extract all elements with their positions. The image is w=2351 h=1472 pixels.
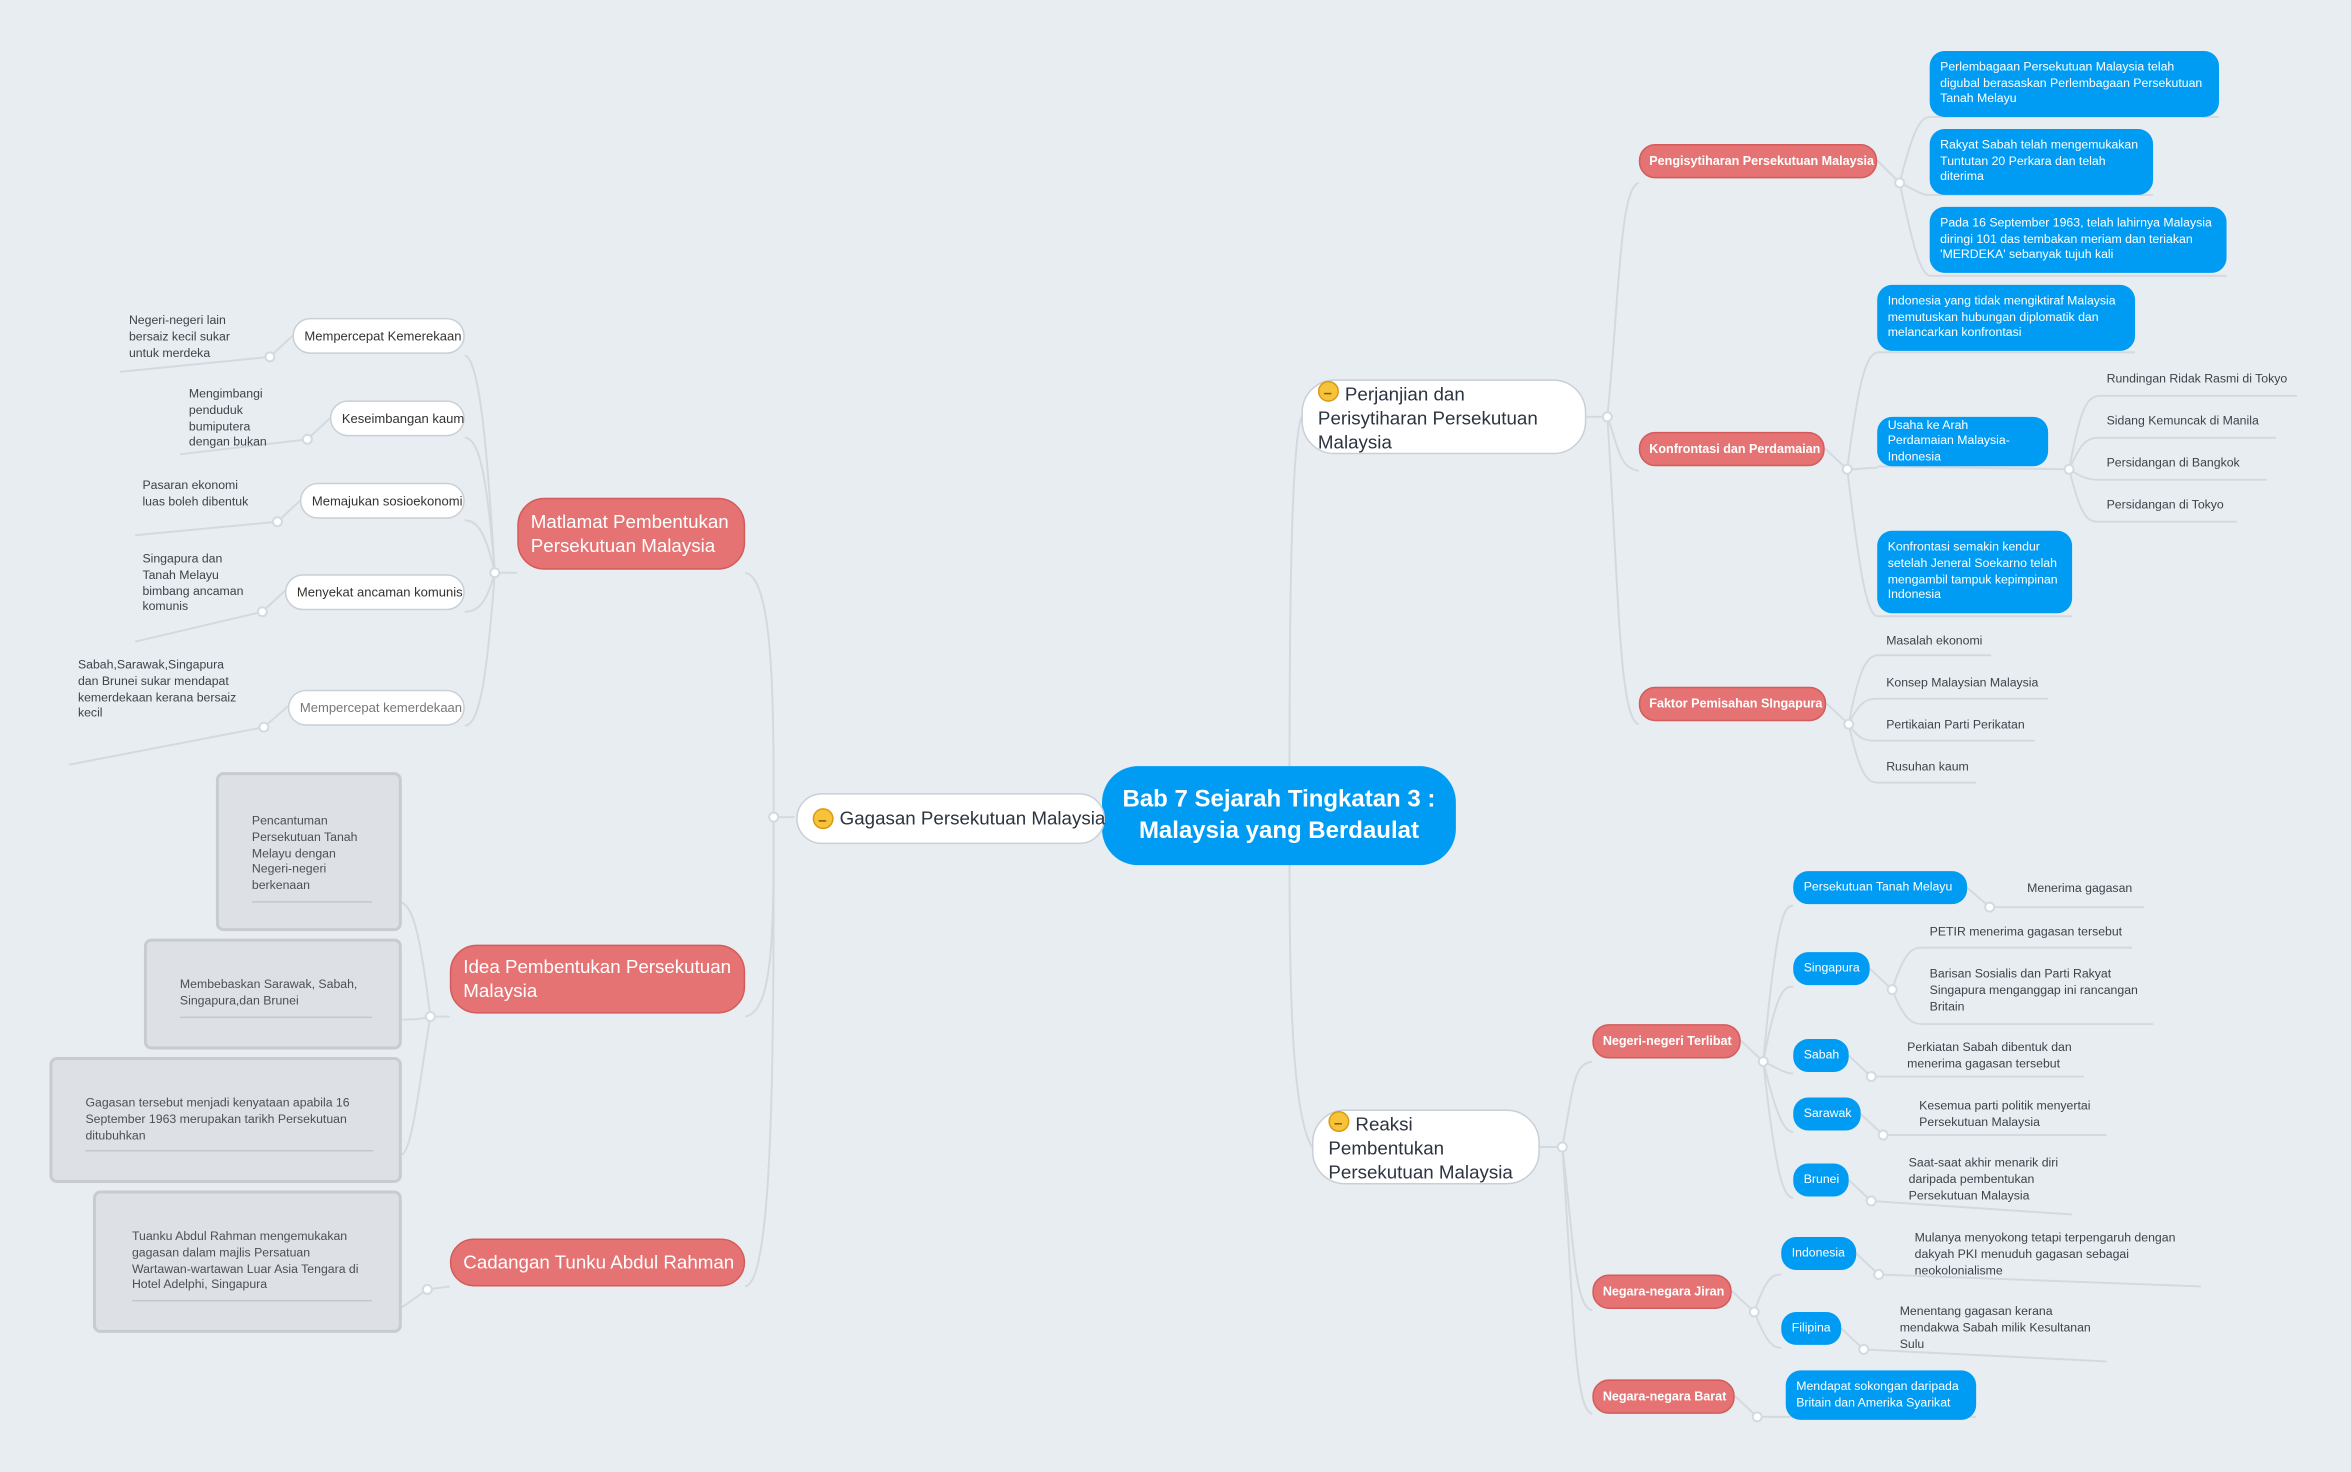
subtopic-matlamat-label: Matlamat Pembentukan Persekutuan Malaysi… <box>530 511 729 557</box>
pengisytiharan-item-label: Perlembagaan Persekutuan Malaysia telah … <box>1940 60 2203 106</box>
subtopic-jiran-label: Negara-negara Jiran <box>1602 1283 1725 1299</box>
matlamat-item-4[interactable]: Menyekat ancaman komunis <box>284 574 465 611</box>
negeri-note: Saat-saat akhir menarik diri daripada pe… <box>1908 1156 2059 1202</box>
konfrontasi-item-2[interactable]: Usaha ke Arah Perdamaian Malaysia-Indone… <box>1877 416 2049 467</box>
cadangan-box-text: Tuanku Abdul Rahman mengemukakan gagasan… <box>131 1229 372 1302</box>
negeri-note: Menerima gagasan <box>2027 881 2133 896</box>
topic-gagasan-label: Gagasan Persekutuan Malaysia <box>839 808 1106 830</box>
subtopic-negeri[interactable]: Negeri-negeri Terlibat <box>1592 1024 1741 1059</box>
jiran-item-label: Filipina <box>1791 1320 1831 1334</box>
subtopic-pengisytiharan-label: Pengisytiharan Persekutuan Malaysia <box>1649 152 1875 168</box>
usaha-item-2: Sidang Kemuncak di Manila <box>2106 413 2259 428</box>
pengisytiharan-item-3[interactable]: Pada 16 September 1963, telah lahirnya M… <box>1929 206 2227 273</box>
negeri-note: Kesemua parti politik menyertai Persekut… <box>1919 1099 2091 1129</box>
negeri-item-singapura[interactable]: Singapura <box>1793 952 1870 986</box>
root-topic-label: Bab 7 Sejarah Tingkatan 3 : Malaysia yan… <box>1122 787 1436 845</box>
negeri-item-label: Persekutuan Tanah Melayu <box>1803 879 1953 894</box>
topic-perjanjian-label: Perjanjian dan Perisytiharan Persekutuan… <box>1317 383 1538 453</box>
matlamat-item-label: Mempercepat kemerdekaan <box>299 699 463 715</box>
subtopic-faktor[interactable]: Faktor Pemisahan SIngapura <box>1638 686 1827 722</box>
matlamat-item-label: Mempercepat Kemerekaan <box>304 327 462 343</box>
idea-box-2[interactable]: Membebaskan Sarawak, Sabah, Singapura,da… <box>143 938 402 1050</box>
subtopic-konfrontasi[interactable]: Konfrontasi dan Perdamaian <box>1638 431 1825 467</box>
matlamat-item-5[interactable]: Mempercepat kemerdekaan <box>287 689 465 726</box>
negeri-note: PETIR menerima gagasan tersebut <box>1929 925 2123 939</box>
faktor-item-3: Pertikaian Parti Perikatan <box>1886 718 2025 732</box>
subtopic-cadangan[interactable]: Cadangan Tunku Abdul Rahman <box>449 1238 746 1287</box>
faktor-item-2: Konsep Malaysian Malaysia <box>1886 676 2039 690</box>
smiley-icon <box>812 808 834 830</box>
idea-box-text: Gagasan tersebut menjadi kenyataan apabi… <box>85 1096 374 1153</box>
usaha-item-1: Rundingan Ridak Rasmi di Tokyo <box>2106 371 2288 386</box>
subtopic-faktor-label: Faktor Pemisahan SIngapura <box>1649 695 1823 711</box>
matlamat-item-1[interactable]: Mempercepat Kemerekaan <box>292 317 465 354</box>
topic-reaksi-label: Reaksi Pembentukan Persekutuan Malaysia <box>1328 1113 1513 1183</box>
negeri-item-label: Brunei <box>1803 1172 1840 1186</box>
barat-item-label: Mendapat sokongan daripada Britain dan A… <box>1796 1379 1959 1409</box>
konfrontasi-item-1[interactable]: Indonesia yang tidak mengiktiraf Malaysi… <box>1877 284 2136 351</box>
subtopic-matlamat[interactable]: Matlamat Pembentukan Persekutuan Malaysi… <box>517 497 746 570</box>
barat-item-1[interactable]: Mendapat sokongan daripada Britain dan A… <box>1785 1370 1977 1420</box>
konfrontasi-item-label: Indonesia yang tidak mengiktiraf Malaysi… <box>1887 294 2116 340</box>
pengisytiharan-item-1[interactable]: Perlembagaan Persekutuan Malaysia telah … <box>1929 50 2220 117</box>
matlamat-item-3[interactable]: Memajukan sosioekonomi <box>299 482 465 519</box>
subtopic-konfrontasi-label: Konfrontasi dan Perdamaian <box>1649 440 1821 456</box>
topic-gagasan[interactable]: Gagasan Persekutuan Malaysia <box>796 793 1106 845</box>
subtopic-barat-label: Negara-negara Barat <box>1602 1388 1727 1404</box>
root-topic[interactable]: Bab 7 Sejarah Tingkatan 3 : Malaysia yan… <box>1102 766 1456 866</box>
negeri-note: Perkiatan Sabah dibentuk dan menerima ga… <box>1907 1040 2072 1071</box>
idea-box-text: Membebaskan Sarawak, Sabah, Singapura,da… <box>179 978 372 1018</box>
konfrontasi-item-3[interactable]: Konfrontasi semakin kendur setelah Jener… <box>1877 530 2073 614</box>
topic-reaksi[interactable]: Reaksi Pembentukan Persekutuan Malaysia <box>1311 1109 1540 1185</box>
konfrontasi-item-label: Konfrontasi semakin kendur setelah Jener… <box>1887 540 2058 602</box>
matlamat-note-3: Pasaran ekonomi luas boleh dibentuk <box>142 478 249 508</box>
jiran-note: Mulanya menyokong tetapi terpengaruh den… <box>1914 1230 2176 1277</box>
negeri-note: Barisan Sosialis dan Parti Rakyat Singap… <box>1929 967 2138 1013</box>
konfrontasi-item-label: Usaha ke Arah Perdamaian Malaysia-Indone… <box>1887 417 2010 463</box>
subtopic-idea[interactable]: Idea Pembentukan Persekutuan Malaysia <box>449 944 746 1014</box>
jiran-item-label: Indonesia <box>1791 1245 1845 1260</box>
subtopic-barat[interactable]: Negara-negara Barat <box>1592 1379 1735 1414</box>
jiran-item-indonesia[interactable]: Indonesia <box>1781 1236 1857 1270</box>
usaha-item-4: Persidangan di Tokyo <box>2106 497 2224 512</box>
matlamat-note-5: Sabah,Sarawak,Singapura dan Brunei sukar… <box>77 658 237 721</box>
negeri-item-label: Singapura <box>1803 960 1860 975</box>
negeri-item-sabah[interactable]: Sabah <box>1793 1039 1849 1073</box>
subtopic-negeri-label: Negeri-negeri Terlibat <box>1602 1033 1732 1049</box>
subtopic-idea-label: Idea Pembentukan Persekutuan Malaysia <box>463 956 732 1002</box>
pengisytiharan-item-label: Rakyat Sabah telah mengemukakan Tuntutan… <box>1940 138 2139 184</box>
matlamat-note-2: Mengimbangi penduduk bumiputera dengan b… <box>188 386 267 449</box>
negeri-item-label: Sarawak <box>1803 1106 1852 1120</box>
usaha-item-3: Persidangan di Bangkok <box>2106 455 2240 470</box>
pengisytiharan-item-2[interactable]: Rakyat Sabah telah mengemukakan Tuntutan… <box>1929 128 2154 195</box>
negeri-item-ptm[interactable]: Persekutuan Tanah Melayu <box>1793 871 1968 905</box>
pengisytiharan-item-label: Pada 16 September 1963, telah lahirnya M… <box>1940 216 2212 262</box>
cadangan-box-1[interactable]: Tuanku Abdul Rahman mengemukakan gagasan… <box>92 1190 402 1333</box>
subtopic-jiran[interactable]: Negara-negara Jiran <box>1592 1274 1732 1309</box>
faktor-item-4: Rusuhan kaum <box>1886 760 1969 774</box>
topic-perjanjian[interactable]: Perjanjian dan Perisytiharan Persekutuan… <box>1301 379 1587 455</box>
negeri-item-sarawak[interactable]: Sarawak <box>1793 1097 1861 1131</box>
subtopic-pengisytiharan[interactable]: Pengisytiharan Persekutuan Malaysia <box>1638 143 1878 179</box>
jiran-note: Menentang gagasan kerana mendakwa Sabah … <box>1899 1304 2091 1351</box>
matlamat-item-label: Menyekat ancaman komunis <box>296 584 463 599</box>
faktor-item-1: Masalah ekonomi <box>1886 634 1983 648</box>
smiley-icon <box>1317 380 1339 402</box>
idea-box-text: Pencantuman Persekutuan Tanah Melayu den… <box>251 814 372 903</box>
negeri-item-label: Sabah <box>1803 1047 1840 1062</box>
jiran-item-filipina[interactable]: Filipina <box>1781 1311 1842 1345</box>
smiley-icon <box>1328 1110 1350 1132</box>
matlamat-note-4: Singapura dan Tanah Melayu bimbang ancam… <box>142 551 244 614</box>
matlamat-item-label: Keseimbangan kaum <box>341 410 465 426</box>
idea-box-1[interactable]: Pencantuman Persekutuan Tanah Melayu den… <box>215 772 402 932</box>
matlamat-item-2[interactable]: Keseimbangan kaum <box>329 400 465 437</box>
matlamat-item-label: Memajukan sosioekonomi <box>311 492 463 508</box>
idea-box-3[interactable]: Gagasan tersebut menjadi kenyataan apabi… <box>49 1057 402 1183</box>
subtopic-cadangan-label: Cadangan Tunku Abdul Rahman <box>463 1251 735 1273</box>
negeri-item-brunei[interactable]: Brunei <box>1793 1163 1849 1197</box>
matlamat-note-1: Negeri-negeri lain bersaiz kecil sukar u… <box>128 313 230 360</box>
